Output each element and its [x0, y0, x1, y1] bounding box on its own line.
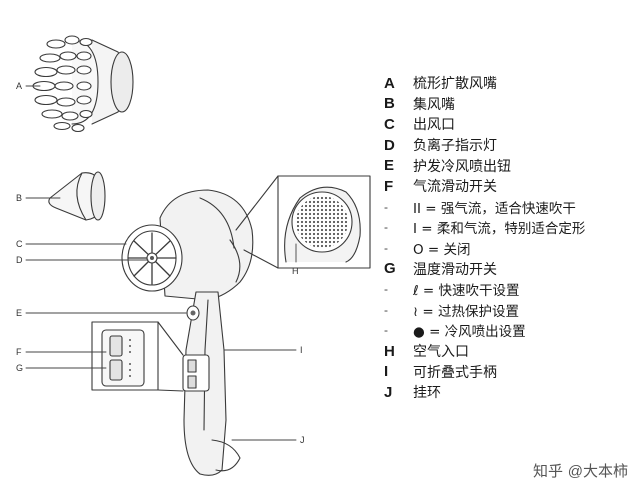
watermark: 知乎 @大本柿 [533, 460, 628, 481]
legend-item: G 温度滑动开关 [384, 258, 585, 279]
leader-lines [25, 85, 297, 441]
legend-key: F [384, 177, 394, 195]
legend-text: 出风口 [413, 117, 455, 134]
legend-text: 挂环 [413, 385, 441, 402]
callout-j: J [300, 435, 305, 445]
legend-key: - [384, 282, 388, 297]
legend-item: B 集风嘴 [384, 94, 585, 115]
inlet-grille [296, 196, 348, 248]
air-outlet [121, 224, 183, 292]
legend-item: F 气流滑动开关 [384, 176, 585, 197]
legend-sub-item: - I = 柔和气流，特别适合定形 [384, 217, 585, 238]
legend-text: ℓ = 快速吹干设置 [413, 283, 520, 300]
callout-i: I [300, 345, 303, 355]
callout-b: B [16, 193, 23, 203]
callout-g: G [16, 363, 24, 373]
legend-sub-item: - ℓ = 快速吹干设置 [384, 279, 585, 300]
legend-key: B [384, 95, 395, 113]
legend-key: E [384, 157, 395, 175]
watermark-at: @ [567, 463, 583, 480]
legend-text: 负离子指示灯 [413, 138, 497, 155]
callout-d: D [16, 255, 23, 265]
legend-item: E 护发冷风喷出钮 [384, 155, 585, 176]
legend-text: II = 强气流，适合快速吹干 [413, 200, 576, 217]
legend-item: H 空气入口 [384, 341, 585, 362]
legend-item: J 挂环 [384, 382, 585, 403]
legend-key: A [384, 74, 395, 92]
legend-key: - [384, 323, 388, 338]
legend-item: I 可折叠式手柄 [384, 361, 585, 382]
legend-text: I = 柔和气流，特别适合定形 [413, 221, 586, 238]
legend-text: 护发冷风喷出钮 [413, 158, 511, 175]
watermark-user: 大本柿 [582, 462, 628, 480]
air-inlet-detail [235, 175, 371, 269]
legend-key: - [384, 220, 388, 235]
legend-key: I [384, 363, 389, 381]
legend-sub-item: - O = 关闭 [384, 238, 585, 259]
legend-item: D 负离子指示灯 [384, 135, 585, 156]
diffuser-prongs [32, 35, 93, 133]
concentrator-nozzle [48, 171, 106, 221]
legend-item: C 出风口 [384, 114, 585, 135]
legend-text: ≀ = 过热保护设置 [413, 303, 519, 320]
legend-key: H [384, 342, 395, 360]
legend-key: D [384, 136, 395, 154]
legend-sub-item: - ≀ = 过热保护设置 [384, 300, 585, 321]
legend-sub-item: - II = 强气流，适合快速吹干 [384, 197, 585, 218]
callout-a: A [16, 81, 23, 91]
legend-text: 气流滑动开关 [413, 179, 497, 196]
callout-e: E [16, 308, 23, 318]
comb-diffuser [32, 35, 134, 133]
watermark-brand: 知乎 [532, 462, 563, 480]
legend-key: - [384, 199, 388, 214]
legend-key: G [384, 260, 396, 278]
callout-h: H [292, 266, 299, 276]
legend-key: - [384, 241, 388, 256]
legend-text: 空气入口 [413, 344, 469, 361]
dryer-body [159, 189, 254, 476]
legend-text: ● = 冷风喷出设置 [413, 324, 526, 341]
legend-text: 梳形扩散风嘴 [413, 76, 497, 93]
legend-text: O = 关闭 [413, 242, 471, 259]
callout-c: C [16, 239, 23, 249]
callout-f: F [16, 347, 22, 357]
legend-text: 温度滑动开关 [413, 261, 497, 278]
switch-detail [91, 321, 184, 392]
legend-text: 集风嘴 [413, 96, 455, 113]
legend-key: C [384, 115, 395, 133]
legend-key: J [384, 383, 393, 401]
legend-sub-item: - ● = 冷风喷出设置 [384, 320, 585, 341]
legend-key: - [384, 302, 388, 317]
legend-text: 可折叠式手柄 [413, 364, 497, 381]
legend-item: A 梳形扩散风嘴 [384, 73, 585, 94]
